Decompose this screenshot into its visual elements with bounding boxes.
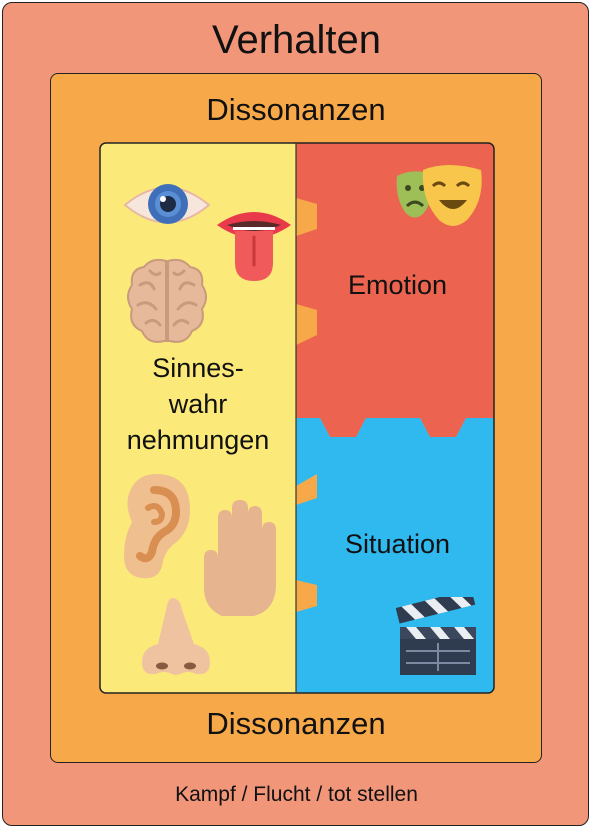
- brain-icon: [127, 258, 207, 343]
- situation-piece: [296, 418, 494, 693]
- dissonanzen-bottom-label: Dissonanzen: [206, 706, 386, 741]
- puzzle-border: [99, 142, 495, 694]
- verhalten-title: Verhalten: [211, 18, 382, 62]
- situation-label: Situation: [344, 529, 451, 559]
- clapperboard-icon: [396, 597, 476, 675]
- sinnes-line-3: nehmungen: [126, 425, 270, 455]
- sinnes-line-1: Sinnes-: [152, 353, 244, 383]
- eye-icon: [123, 184, 211, 224]
- dissonanzen-top-label: Dissonanzen: [206, 92, 386, 127]
- tongue-icon: [217, 212, 291, 281]
- emotion-label: Emotion: [347, 270, 448, 300]
- nose-icon: [142, 598, 210, 675]
- sinnes-line-2: wahr: [168, 389, 228, 419]
- footer-caption: Kampf / Flucht / tot stellen: [175, 783, 418, 806]
- ear-icon: [124, 474, 190, 579]
- hand-icon: [204, 500, 276, 616]
- sinneswahrnehmungen-label: Sinnes- wahr nehmungen: [100, 350, 296, 458]
- theater-masks-icon: [396, 165, 482, 226]
